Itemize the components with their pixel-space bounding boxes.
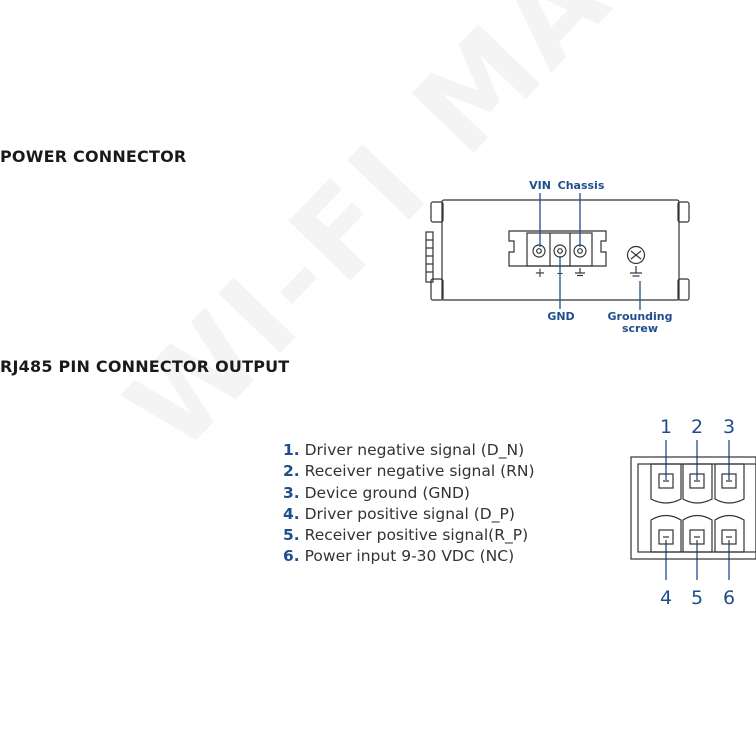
- pin-item-number: 2.: [283, 462, 300, 481]
- pin-number-1: 1: [660, 416, 672, 438]
- pin-item-1: 1. Driver negative signal (D_N): [283, 440, 535, 461]
- pin-number-6: 6: [723, 587, 735, 609]
- screw-ground-symbol: [630, 266, 642, 277]
- pin-item-2: 2. Receiver negative signal (RN): [283, 461, 535, 482]
- pin-number-5: 5: [691, 587, 703, 609]
- pin-callout-lines: [665, 440, 730, 580]
- rj485-heading: RJ485 PIN CONNECTOR OUTPUT: [0, 357, 290, 376]
- gnd-label: GND: [547, 310, 574, 323]
- pin-item-3: 3. Device ground (GND): [283, 483, 535, 504]
- power-callout-lines: [539, 193, 641, 310]
- vin-label: VIN: [529, 179, 551, 192]
- pin-item-number: 1.: [283, 441, 300, 459]
- pin-item-number: 6.: [283, 547, 300, 566]
- pin-item-text: Driver negative signal (D_N): [304, 441, 525, 459]
- pin-item-6: 6. Power input 9-30 VDC (NC): [283, 546, 535, 567]
- pin-connector-drawing: [630, 456, 756, 560]
- pin-item-text: Driver positive signal (D_P): [304, 504, 515, 523]
- power-device-drawing: [425, 199, 690, 301]
- pin-item-text: Receiver negative signal (RN): [304, 462, 535, 481]
- pin-item-text: Device ground (GND): [304, 483, 470, 502]
- pin-item-text: Power input 9-30 VDC (NC): [304, 547, 515, 566]
- pin-number-2: 2: [691, 416, 703, 438]
- pin-number-4: 4: [660, 587, 672, 609]
- pin-item-4: 4. Driver positive signal (D_P): [283, 504, 535, 525]
- power-connector-heading: POWER CONNECTOR: [0, 147, 187, 166]
- chassis-ground-symbol: [575, 268, 585, 277]
- pin-item-number: 4.: [283, 504, 300, 523]
- grounding-label-line1: Grounding: [607, 310, 672, 323]
- grounding-label-line2: screw: [622, 322, 658, 335]
- pin-number-3: 3: [723, 416, 735, 438]
- pin-item-5: 5. Receiver positive signal(R_P): [283, 525, 535, 546]
- pin-item-text: Receiver positive signal(R_P): [304, 526, 529, 545]
- pin-item-number: 5.: [283, 526, 300, 545]
- plus-symbol: +: [535, 266, 546, 281]
- chassis-label: Chassis: [558, 179, 605, 192]
- pin-item-number: 3.: [283, 483, 300, 502]
- pin-description-list: 1. Driver negative signal (D_N) 2. Recei…: [283, 440, 535, 568]
